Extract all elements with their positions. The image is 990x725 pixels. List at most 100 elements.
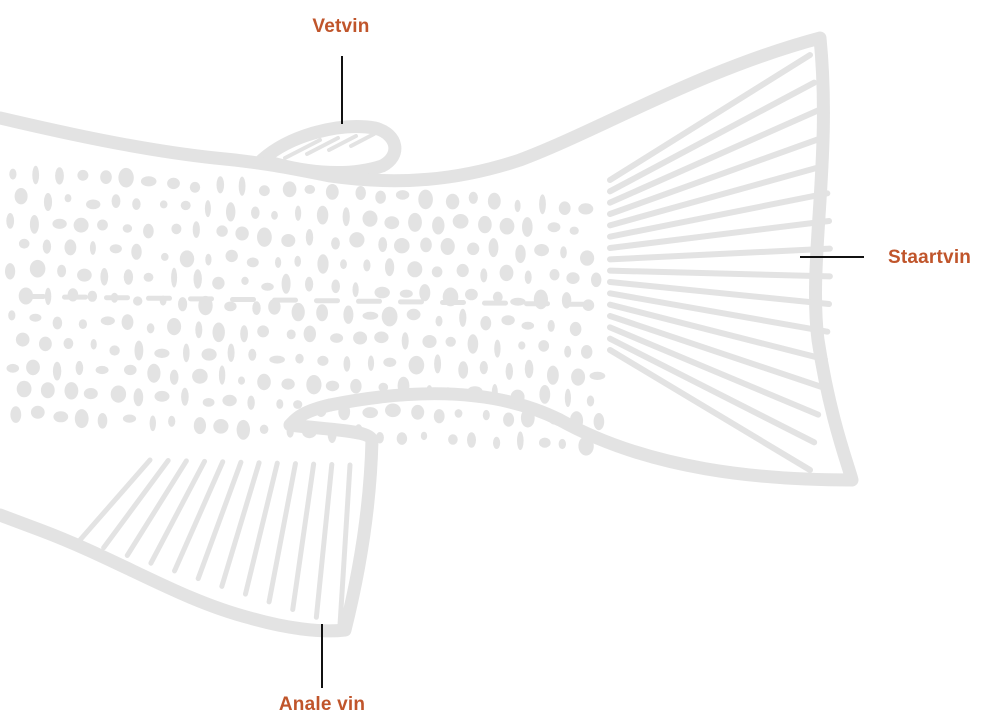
dorsal-fin-leader [341, 56, 343, 124]
body-spot [75, 409, 89, 428]
body-spot [317, 206, 328, 225]
body-spot [257, 374, 271, 390]
body-spot [353, 332, 367, 345]
body-spot [459, 309, 466, 327]
body-spot [349, 232, 364, 247]
body-spot [10, 406, 21, 423]
body-spot [306, 229, 313, 246]
body-spot [522, 322, 535, 330]
fin-ray [329, 136, 356, 150]
body-spot [570, 411, 583, 430]
body-spot [350, 379, 361, 394]
body-spot [171, 224, 181, 235]
body-spot [30, 260, 46, 278]
body-spot [98, 413, 108, 429]
body-spot [419, 284, 430, 301]
body-spot [356, 186, 366, 200]
body-spot [8, 310, 15, 320]
lateral-line-dash [188, 296, 214, 301]
body-spot [203, 398, 215, 407]
body-spot [534, 290, 548, 310]
body-spot [467, 432, 476, 448]
body-spot [282, 274, 291, 294]
body-spot [205, 254, 211, 266]
body-spot [122, 314, 134, 330]
body-spot [190, 182, 200, 193]
body-spot [457, 264, 469, 277]
body-spot [402, 332, 409, 349]
body-spot [363, 312, 379, 320]
body-spot [432, 217, 444, 235]
body-spot [538, 340, 549, 352]
body-spot [426, 385, 433, 399]
body-spot [547, 366, 559, 385]
body-spot [143, 224, 154, 239]
body-spot [131, 244, 141, 260]
body-spot [90, 241, 96, 255]
body-spot [444, 387, 451, 396]
body-spot [292, 303, 305, 321]
body-spot [480, 361, 488, 374]
body-spot [32, 166, 39, 185]
body-spot [304, 326, 316, 343]
body-spot [458, 361, 468, 378]
body-spot [88, 291, 98, 302]
body-spot [194, 417, 206, 434]
body-spot [316, 304, 328, 321]
body-spot [580, 250, 594, 265]
body-spot [467, 243, 479, 256]
body-spot [436, 316, 443, 327]
body-spot [570, 227, 579, 235]
body-spot [295, 354, 303, 364]
body-spot [161, 253, 169, 261]
body-spot [453, 214, 469, 229]
body-spot [434, 409, 445, 423]
body-spot [123, 224, 132, 232]
body-spot [515, 245, 525, 263]
body-spot [534, 244, 549, 256]
body-spot [55, 167, 64, 184]
body-spot [160, 200, 168, 208]
body-spot [65, 382, 79, 399]
fin-ray [198, 462, 241, 578]
body-spot [539, 385, 550, 404]
body-spot [134, 388, 144, 406]
body-spot [480, 268, 487, 282]
body-spot [376, 432, 384, 443]
lateral-line-dash [566, 302, 592, 307]
lateral-line-dash [398, 299, 424, 304]
body-spot [587, 396, 594, 407]
body-spot [571, 369, 585, 386]
body-spot [238, 377, 245, 385]
body-spot [74, 218, 89, 233]
body-spot [141, 176, 157, 186]
anal-fin-leader [321, 624, 323, 688]
body-spot [378, 237, 387, 252]
body-spot [494, 340, 500, 358]
body-spot [170, 370, 179, 385]
body-spot [112, 194, 121, 208]
body-spot [492, 384, 498, 400]
body-spot [317, 254, 328, 273]
body-spot [515, 200, 521, 212]
body-spot [52, 219, 66, 229]
body-spot [29, 314, 41, 322]
body-spot [216, 225, 227, 236]
body-spot [448, 434, 458, 445]
body-spot [222, 395, 236, 406]
body-spot [241, 277, 248, 285]
body-spot [305, 277, 313, 292]
body-spot [590, 372, 606, 380]
lateral-line-dash [62, 295, 88, 300]
body-spot [239, 177, 246, 196]
body-spot [281, 234, 295, 247]
body-spot [96, 366, 109, 374]
body-spot [522, 217, 533, 237]
body-spot [549, 412, 560, 424]
body-spot [261, 283, 274, 291]
lateral-line-dash [440, 300, 466, 305]
body-spot [180, 250, 194, 267]
body-spot [374, 332, 388, 344]
body-spot [294, 256, 301, 267]
body-spot [213, 419, 228, 434]
